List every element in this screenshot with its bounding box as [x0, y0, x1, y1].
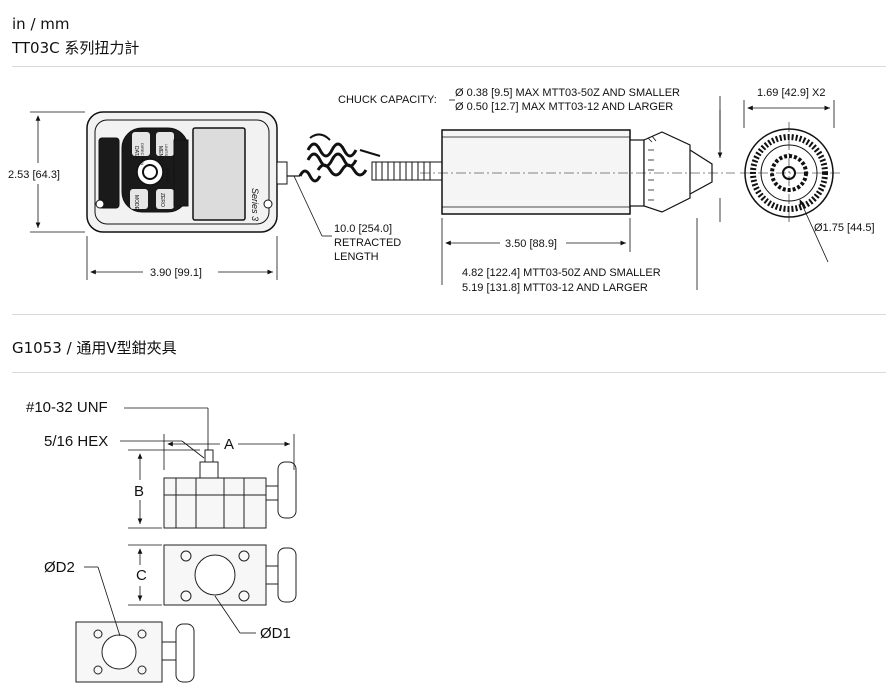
- divider-3: [12, 372, 886, 373]
- divider-1: [12, 66, 886, 67]
- overall-length-line1: 4.82 [122.4] MTT03-50Z AND SMALLER: [462, 267, 661, 279]
- overall-length-line2: 5.19 [131.8] MTT03-12 AND LARGER: [462, 282, 648, 294]
- section-title-g1053: G1053 / 通用V型鉗夾具: [12, 339, 177, 357]
- dim-d2-label: ØD2: [44, 559, 75, 576]
- btn-menu-sublabel: UNITS: [164, 144, 169, 156]
- torque-sensor-side-view: [420, 129, 735, 215]
- btn-data-label: DATA: [133, 146, 139, 159]
- btn-mode-label: MODE: [133, 195, 139, 211]
- dim-b-label: B: [134, 483, 144, 500]
- keypad: [121, 127, 189, 213]
- vclamp-dimension-lines: [84, 407, 295, 637]
- vclamp-front-view: [163, 544, 297, 606]
- torque-gauge-front-view: [86, 111, 288, 233]
- diameter-dimension: Ø1.75 [44.5]: [814, 222, 875, 234]
- series-label: Series 3: [250, 188, 260, 221]
- btn-data-sublabel: DIRECTION: [140, 143, 145, 165]
- hex-label: 5/16 HEX: [44, 433, 108, 450]
- chuck-capacity-line2: Ø 0.50 [12.7] MAX MTT03-12 AND LARGER: [455, 101, 673, 113]
- vclamp-top-view: [163, 449, 297, 529]
- dimension-lines: [30, 96, 835, 290]
- divider-2: [12, 314, 886, 315]
- btn-enter-label: ENTER: [165, 168, 170, 182]
- body-length-dimension: 3.50 [88.9]: [505, 238, 557, 250]
- width-dimension: 3.90 [99.1]: [150, 267, 202, 279]
- retracted-length-label2: LENGTH: [334, 251, 379, 263]
- btn-zero-label: ZERO: [159, 193, 165, 207]
- dim-d1-label: ØD1: [260, 625, 291, 642]
- units-label: in / mm: [12, 15, 70, 33]
- dim-a-label: A: [224, 436, 234, 453]
- retracted-length-label1: RETRACTED: [334, 237, 401, 249]
- height-dimension: 2.53 [64.3]: [8, 169, 60, 181]
- chuck-capacity-line1: Ø 0.38 [9.5] MAX MTT03-50Z AND SMALLER: [455, 87, 680, 99]
- section-title-tt03c: TT03C 系列扭力計: [12, 39, 140, 57]
- btn-menu-label: MENU: [157, 146, 163, 161]
- sensor-end-view: [740, 122, 840, 225]
- thread-label: #10-32 UNF: [26, 399, 108, 416]
- coiled-cable: [287, 133, 443, 183]
- retracted-length-value: 10.0 [254.0]: [334, 223, 392, 235]
- vclamp-iso-view: [75, 621, 195, 683]
- end-width-dimension: 1.69 [42.9] X2: [757, 87, 826, 99]
- chuck-capacity-label: CHUCK CAPACITY:: [338, 94, 437, 106]
- dim-c-label: C: [136, 567, 147, 584]
